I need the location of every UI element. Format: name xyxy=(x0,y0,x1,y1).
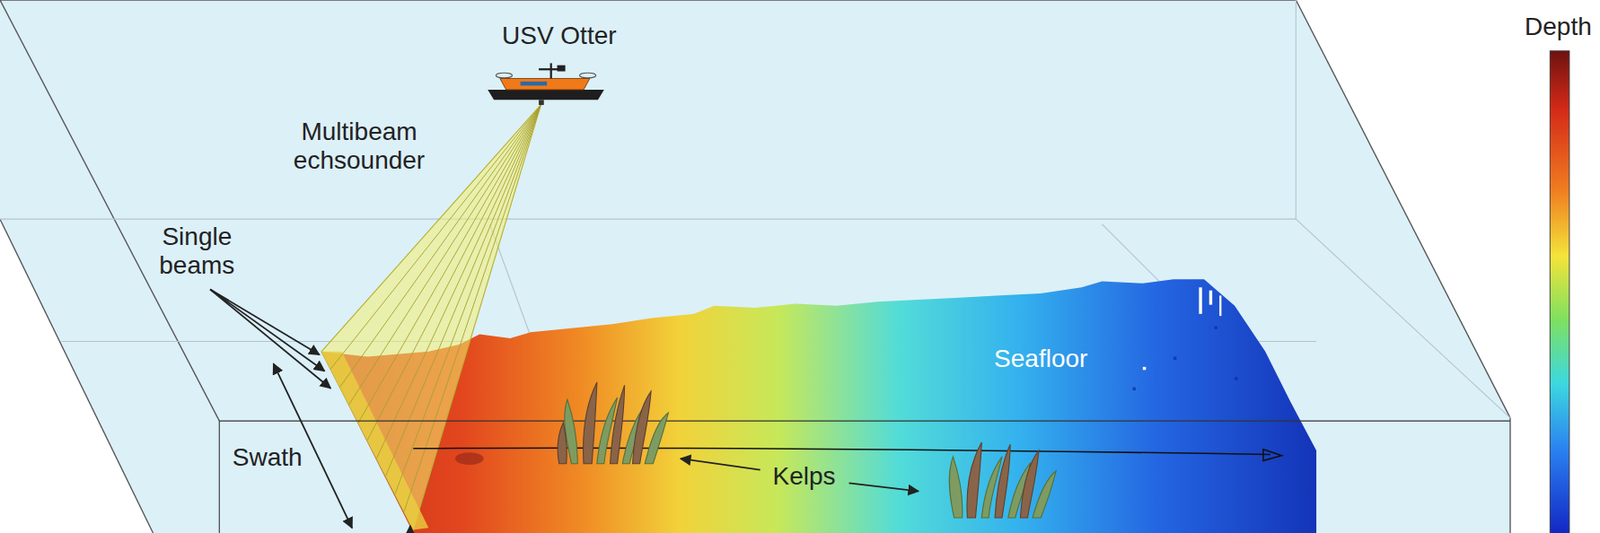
track-arrowhead xyxy=(1263,449,1282,461)
box-edges xyxy=(0,0,1511,533)
seafloor-holes xyxy=(1142,287,1222,370)
swath-face xyxy=(321,351,429,531)
kelp-plant xyxy=(557,382,669,465)
survey-track xyxy=(413,448,1271,455)
label: Swath xyxy=(232,443,303,473)
seafloor-feature xyxy=(455,452,484,466)
label: Multibeam echsounder xyxy=(269,116,449,175)
label: Kelps xyxy=(773,462,836,492)
label: USV Otter xyxy=(501,21,617,51)
label: Seafloor xyxy=(993,344,1088,374)
leader-arrows xyxy=(210,290,919,533)
usv-vessel xyxy=(487,62,605,106)
label: Depth xyxy=(1524,11,1592,41)
label: Single beams xyxy=(133,221,260,280)
box-front-edge xyxy=(219,420,1511,422)
depth-colorbar xyxy=(1549,51,1570,533)
kelp-plant xyxy=(949,442,1056,519)
water-volume xyxy=(0,0,1511,533)
seafloor-gaps xyxy=(1132,325,1238,391)
